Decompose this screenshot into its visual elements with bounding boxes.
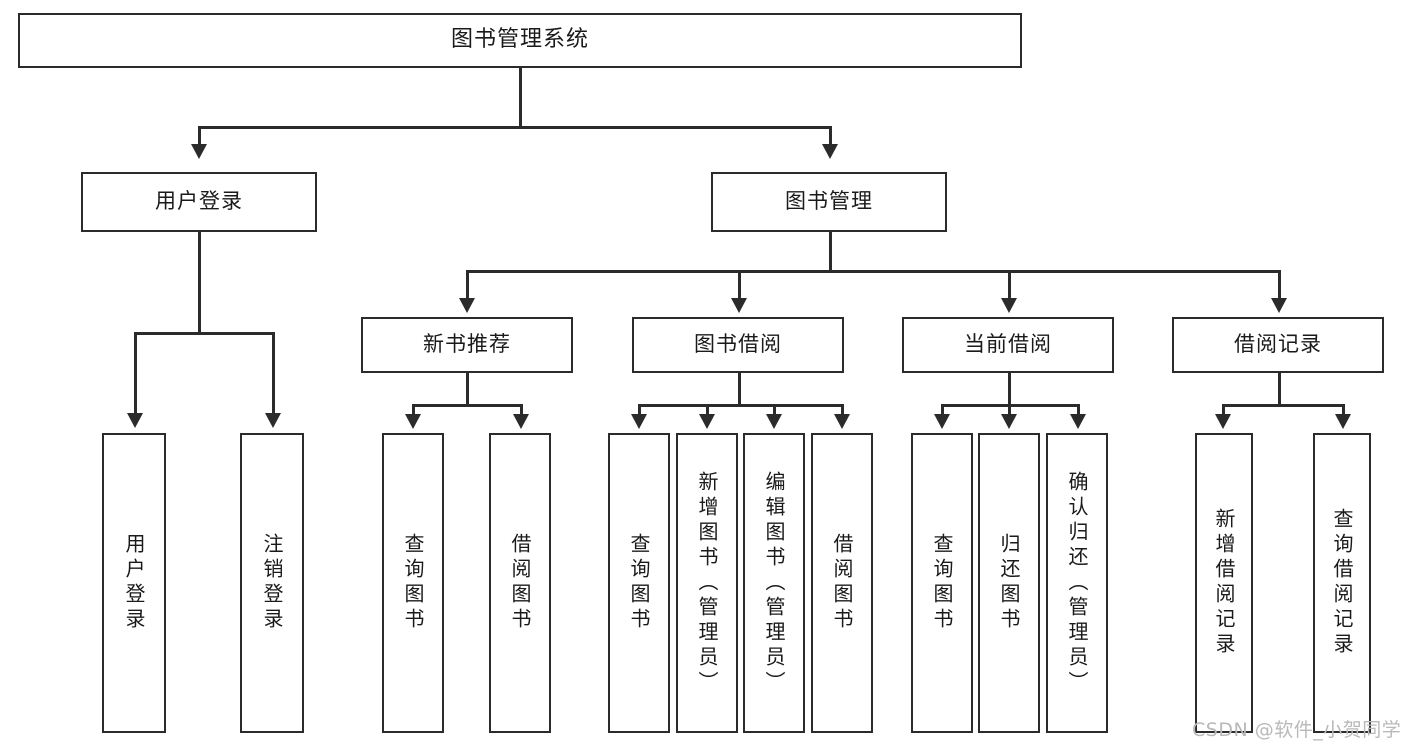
arrowhead-nbr-leaf-2 [513, 414, 529, 429]
connector-nbr-bus [412, 404, 522, 407]
connector-book-management-stem [829, 232, 832, 272]
connector-bm-drop-3 [1008, 270, 1011, 300]
leaf-label: 用户登录 [122, 533, 146, 633]
arrowhead-br-leaf-2 [1335, 414, 1351, 429]
node-user-login[interactable]: 用户登录 [81, 172, 317, 232]
connector-br-stem [1278, 373, 1281, 406]
leaf-borrow-book-nbr[interactable]: 借阅图书 [489, 433, 551, 733]
leaf-label: 借阅图书 [830, 533, 854, 633]
node-root-book-management-system[interactable]: 图书管理系统 [18, 13, 1022, 68]
arrowhead-nbr-leaf-1 [405, 414, 421, 429]
connector-bb-drop-3 [773, 404, 776, 416]
leaf-label: 新增借阅记录 [1212, 508, 1236, 658]
leaf-label: 查询图书 [627, 533, 651, 633]
connector-book-management-bus [466, 270, 1278, 273]
leaf-label: 注销登录 [260, 533, 284, 633]
node-book-borrow[interactable]: 图书借阅 [632, 317, 844, 373]
connector-user-login-bus [134, 332, 274, 335]
node-label: 当前借阅 [964, 332, 1052, 357]
arrowhead-bb-leaf-4 [834, 414, 850, 429]
node-label: 用户登录 [155, 189, 243, 214]
leaf-edit-book-admin[interactable]: 编辑图书（管理员） [743, 433, 805, 733]
leaf-query-borrow-record[interactable]: 查询借阅记录 [1313, 433, 1371, 733]
node-book-management[interactable]: 图书管理 [711, 172, 947, 232]
arrowhead-cb-leaf-1 [934, 414, 950, 429]
connector-user-login-drop-1 [134, 332, 137, 415]
arrowhead-to-book-management [822, 144, 838, 159]
leaf-label: 新增图书（管理员） [695, 470, 719, 696]
connector-bm-drop-4 [1278, 270, 1281, 300]
leaf-add-borrow-record[interactable]: 新增借阅记录 [1195, 433, 1253, 733]
arrowhead-to-book-borrow [731, 298, 747, 313]
connector-root-drop-right [829, 126, 832, 146]
connector-cb-drop-3 [1077, 404, 1080, 416]
leaf-query-book-nbr[interactable]: 查询图书 [382, 433, 444, 733]
leaf-add-book-admin[interactable]: 新增图书（管理员） [676, 433, 738, 733]
connector-br-bus [1222, 404, 1344, 407]
connector-nbr-stem [466, 373, 469, 406]
connector-user-login-stem [198, 232, 201, 334]
node-label: 图书管理 [785, 189, 873, 214]
leaf-label: 归还图书 [997, 533, 1021, 633]
arrowhead-bb-leaf-2 [699, 414, 715, 429]
node-current-borrow[interactable]: 当前借阅 [902, 317, 1114, 373]
leaf-return-book[interactable]: 归还图书 [978, 433, 1040, 733]
arrowhead-to-new-book-recommend [459, 298, 475, 313]
connector-root-stem [519, 68, 522, 128]
arrowhead-cb-leaf-3 [1070, 414, 1086, 429]
leaf-label: 查询借阅记录 [1330, 508, 1354, 658]
node-label: 新书推荐 [423, 332, 511, 357]
connector-cb-drop-1 [941, 404, 944, 416]
leaf-logout[interactable]: 注销登录 [240, 433, 304, 733]
arrowhead-to-borrow-record [1271, 298, 1287, 313]
connector-bb-drop-2 [706, 404, 709, 416]
connector-bb-bus [638, 404, 843, 407]
arrowhead-bb-leaf-3 [766, 414, 782, 429]
node-label: 借阅记录 [1234, 332, 1322, 357]
arrowhead-to-current-borrow [1001, 298, 1017, 313]
connector-bb-drop-1 [638, 404, 641, 416]
leaf-label: 借阅图书 [508, 533, 532, 633]
connector-bm-drop-1 [466, 270, 469, 300]
arrowhead-cb-leaf-2 [1001, 414, 1017, 429]
leaf-label: 编辑图书（管理员） [762, 470, 786, 696]
leaf-query-book-cb[interactable]: 查询图书 [911, 433, 973, 733]
connector-br-drop-1 [1222, 404, 1225, 416]
leaf-label: 查询图书 [930, 533, 954, 633]
connector-root-bus [198, 126, 831, 129]
connector-root-drop-left [198, 126, 201, 146]
connector-bb-stem [738, 373, 741, 406]
leaf-confirm-return-admin[interactable]: 确认归还（管理员） [1046, 433, 1108, 733]
connector-cb-drop-2 [1008, 404, 1011, 416]
connector-br-drop-2 [1342, 404, 1345, 416]
node-borrow-record[interactable]: 借阅记录 [1172, 317, 1384, 373]
arrowhead-bb-leaf-1 [631, 414, 647, 429]
connector-nbr-drop-1 [412, 404, 415, 416]
arrowhead-to-logout-leaf [265, 413, 281, 428]
connector-bb-drop-4 [841, 404, 844, 416]
node-label: 图书借阅 [694, 332, 782, 357]
leaf-borrow-book-bb[interactable]: 借阅图书 [811, 433, 873, 733]
arrowhead-to-user-login [191, 144, 207, 159]
leaf-label: 查询图书 [401, 533, 425, 633]
leaf-query-book-bb[interactable]: 查询图书 [608, 433, 670, 733]
node-new-book-recommend[interactable]: 新书推荐 [361, 317, 573, 373]
connector-nbr-drop-2 [520, 404, 523, 416]
leaf-user-login[interactable]: 用户登录 [102, 433, 166, 733]
arrowhead-to-user-login-leaf [127, 413, 143, 428]
leaf-label: 确认归还（管理员） [1065, 470, 1089, 696]
connector-user-login-drop-2 [272, 332, 275, 415]
connector-cb-stem [1008, 373, 1011, 406]
node-label: 图书管理系统 [450, 27, 589, 53]
arrowhead-br-leaf-1 [1215, 414, 1231, 429]
connector-bm-drop-2 [738, 270, 741, 300]
